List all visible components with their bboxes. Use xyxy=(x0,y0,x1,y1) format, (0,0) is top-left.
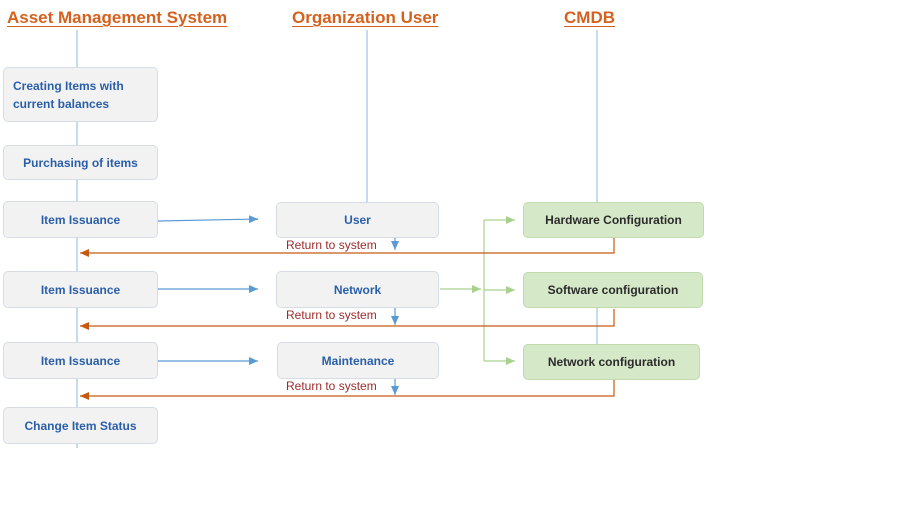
user-step-maintenance[interactable]: Maintenance xyxy=(277,342,439,379)
step-issuance-1[interactable]: Item Issuance xyxy=(3,201,158,238)
return-label-2: Return to system xyxy=(286,308,377,322)
step-creating-items-line1: Creating Items with xyxy=(13,78,124,93)
step-change-status[interactable]: Change Item Status xyxy=(3,407,158,444)
step-purchasing-label: Purchasing of items xyxy=(23,155,138,170)
cmdb-step-software-label: Software configuration xyxy=(547,283,679,297)
lane-title-cmdb: CMDB xyxy=(564,8,615,27)
step-issuance-1-label: Item Issuance xyxy=(40,212,121,227)
return-label-3: Return to system xyxy=(286,379,377,393)
user-step-user-label: User xyxy=(344,213,371,227)
cmdb-step-hardware[interactable]: Hardware Configuration xyxy=(523,202,704,238)
step-issuance-2[interactable]: Item Issuance xyxy=(3,271,158,308)
user-step-user[interactable]: User xyxy=(276,202,439,238)
step-issuance-3-label: Item Issuance xyxy=(40,353,121,368)
return-arrow-3 xyxy=(80,380,615,400)
step-creating-items-line2: current balances xyxy=(13,96,110,111)
arrow-issuance-to-user xyxy=(157,215,259,224)
return-arrow-1 xyxy=(80,238,615,257)
cmdb-step-network-config[interactable]: Network configuration xyxy=(523,344,700,380)
step-creating-items-label: Creating Items with current balances xyxy=(13,77,124,113)
step-purchasing[interactable]: Purchasing of items xyxy=(3,145,158,180)
cmdb-step-network-config-label: Network configuration xyxy=(547,355,676,369)
return-arrow-2 xyxy=(80,309,615,330)
cmdb-step-software[interactable]: Software configuration xyxy=(523,272,703,308)
cmdb-step-hardware-label: Hardware Configuration xyxy=(545,213,682,227)
step-change-status-label: Change Item Status xyxy=(24,418,137,433)
return-label-1: Return to system xyxy=(286,238,377,252)
user-step-maintenance-label: Maintenance xyxy=(321,353,395,368)
step-issuance-3[interactable]: Item Issuance xyxy=(3,342,158,379)
step-issuance-2-label: Item Issuance xyxy=(40,282,121,297)
step-creating-items[interactable]: Creating Items with current balances xyxy=(3,67,158,122)
user-step-network-label: Network xyxy=(333,282,382,297)
lane-title-org-user: Organization User xyxy=(292,8,439,27)
lane-title-asset-system: Asset Management System xyxy=(7,8,228,27)
user-step-network[interactable]: Network xyxy=(276,271,439,308)
